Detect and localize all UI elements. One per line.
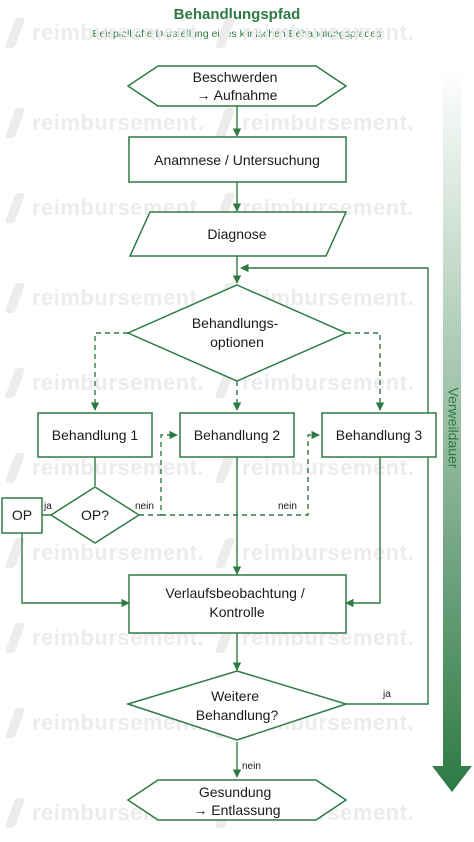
watermark-text: reimbursement. [242,455,415,480]
node-op-decision-shape [49,486,141,544]
node-behandlung2-label: Behandlung 2 [194,427,281,443]
duration-label: Verweildauer [445,388,461,469]
watermark-text: reimbursement. [32,370,205,395]
node-op-label: OP [12,507,32,523]
node-behandlung1-label: Behandlung 1 [52,427,139,443]
watermark-text: reimbursement. [32,110,205,135]
node-beschwerden-shape [126,65,348,107]
node-beschwerden-label: Beschwerden → Aufnahme [193,69,282,103]
node-weitere-label: Weitere Behandlung? [196,688,279,723]
node-behandlung3-shape [321,412,437,458]
node-verlauf-shape [128,574,347,634]
edge-label-op-yes: ja [43,501,52,512]
node-anamnese-shape [128,136,347,183]
node-behandlung2-shape [179,412,295,458]
node-weitere-shape [125,670,349,741]
node-behandlung3-label: Behandlung 3 [336,427,423,443]
watermark-text: reimbursement. [242,20,415,45]
node-op-decision-label: OP? [81,507,109,523]
page-title: Behandlungspfad [173,6,301,23]
node-behandlungsoptionen-label: Behandlungs- optionen [192,315,282,350]
edge-label-weitere-yes: ja [382,689,391,700]
edge-label-op-no-left: nein [135,501,154,512]
node-labels: Beschwerden → Aufnahme Anamnese / Unters… [12,69,423,818]
edge-labels: ja nein nein ja nein [43,501,391,772]
watermark-text: reimbursement. [32,540,205,565]
watermark-text: reimbursement. [242,110,415,135]
watermark-text: reimbursement. [32,455,205,480]
shapes [1,65,437,821]
node-diagnose-shape [128,211,348,257]
edge-label-op-no-right: nein [278,501,297,512]
watermark-text: reimbursement. [242,370,415,395]
watermark-text: reimbursement. [32,20,205,45]
watermark-text: reimbursement. [32,285,205,310]
node-gesundung-label: Gesundung → Entlassung [193,784,280,818]
node-behandlungsoptionen-shape [126,284,348,382]
node-gesundung-shape [126,779,348,821]
node-behandlung1-shape [37,412,153,458]
watermark-text: reimbursement. [242,540,415,565]
node-op-shape [1,497,43,534]
page-subtitle: Beispielhafte Darstellung eines klinisch… [92,28,382,40]
dashed-connectors [90,332,385,516]
duration-arrow: Verweildauer [432,66,472,792]
edge-label-weitere-no: nein [242,761,261,772]
node-diagnose-label: Diagnose [207,226,266,242]
node-verlauf-label: Verlaufsbeobachtung / Kontrolle [165,585,308,620]
node-anamnese-label: Anamnese / Untersuchung [154,152,320,168]
